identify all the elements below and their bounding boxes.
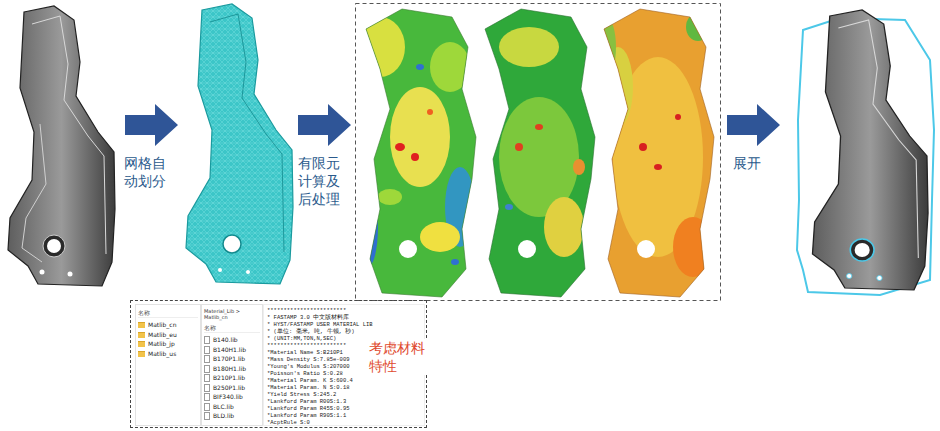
part-hole	[43, 235, 65, 257]
file-name: BLC.lib	[204, 402, 260, 412]
file-name: BIF340.lib	[204, 392, 260, 402]
step-label-box: 展开	[733, 154, 779, 172]
file-line: * (单位: 毫米, 吨, 牛顿, 秒)	[267, 328, 421, 335]
part-hole	[68, 272, 73, 277]
step-label-box: 有限元计算及后处理	[298, 154, 344, 208]
mesh-hole	[246, 270, 250, 274]
file-line: ************************	[267, 307, 421, 314]
meshed-part	[186, 4, 293, 284]
column-header: 名称	[138, 308, 198, 318]
file-line: *Material Param. N S:0.18	[267, 384, 421, 391]
contour-plot	[596, 7, 718, 302]
file-name: Matlib_eu	[138, 330, 198, 340]
file-line: * HYST/FASTAMP USER MATERIAL LIB	[267, 321, 421, 328]
annotation-text: 考虑材料特性	[369, 339, 427, 375]
mesh-edge	[210, 14, 284, 252]
block-arrow	[298, 104, 351, 146]
file-line: *Lankford Param R45S:0.95	[267, 405, 421, 412]
file-list-pane: Material_Lib > Matlib_cn 名称 B140.libB140H1…	[201, 304, 263, 426]
column-header: Material_Lib > Matlib_cn	[204, 308, 260, 320]
mesh-hole	[218, 268, 222, 272]
block-arrow	[727, 104, 780, 146]
file-line: *Lankford Param R90S:1.1	[267, 412, 421, 419]
file-name: B180H1.lib	[204, 364, 260, 374]
mesh-body	[186, 4, 293, 284]
cad-part	[8, 6, 115, 286]
file-name: Matlib_jp	[138, 339, 198, 349]
plot-hole	[399, 240, 417, 258]
file-line: * FASTAMP 3.0 中文版材料库	[267, 314, 421, 321]
part-hole	[47, 239, 61, 253]
file-name: B210P1.lib	[204, 373, 260, 383]
cad-part	[812, 10, 928, 290]
part-hole	[40, 270, 45, 275]
folder-pane: 名称 Matlib_cnMatlib_euMatlib_jpMatlib_us	[135, 304, 201, 426]
file-name: Matlib_cn	[138, 320, 198, 330]
material-panel: 考虑材料特性 名称 Matlib_cnMatlib_euMatlib_jpMatli…	[130, 300, 427, 428]
block-arrow	[125, 104, 178, 146]
plot-hole	[637, 240, 655, 258]
file-name: B250P1.lib	[204, 383, 260, 393]
plot-hole	[518, 240, 536, 258]
file-name: Matlib_us	[138, 349, 198, 359]
part-edge	[32, 16, 106, 254]
file-line: *AcptRule S:0	[267, 419, 421, 426]
file-name: B140.lib	[204, 335, 260, 345]
file-name: B140H1.lib	[204, 345, 260, 355]
file-line: *Lankford Param R00S:1.3	[267, 398, 421, 405]
step-label: 展开	[733, 154, 779, 172]
file-line: *Yield Stress S:245.2	[267, 391, 421, 398]
file-name: B170P1.lib	[204, 354, 260, 364]
part-body	[8, 6, 115, 286]
contour-plot	[355, 7, 480, 302]
step-label: 有限元计算及后处理	[298, 154, 344, 208]
file-name: BLD.lib	[204, 411, 260, 421]
part-edge	[22, 124, 46, 262]
file-name: 名称	[204, 323, 260, 333]
step-label: 网格自动划分	[124, 154, 170, 190]
annotation-box: 考虑材料特性	[369, 339, 427, 375]
file-line: *Material Param. K S:600.4	[267, 377, 421, 384]
step-label-box: 网格自动划分	[124, 154, 170, 190]
contour-plot	[479, 7, 599, 302]
mesh-hole	[223, 235, 241, 253]
